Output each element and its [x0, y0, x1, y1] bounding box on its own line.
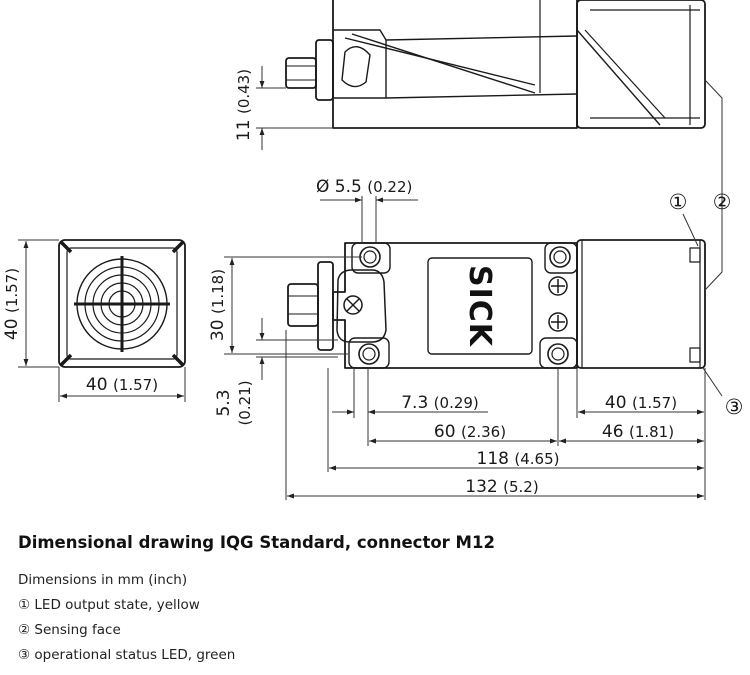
dim-11: 11 (0.43) [234, 69, 254, 141]
dim-40-right: 40 (1.57) [605, 393, 677, 413]
dim-60: 60 (2.36) [434, 422, 506, 442]
callout-3: ③ [725, 395, 744, 419]
side-view [287, 239, 706, 369]
callout-2: ② [713, 190, 732, 214]
top-view [285, 0, 706, 129]
sick-brand-label: SICK [462, 265, 497, 348]
dim-118: 118 (4.65) [477, 449, 560, 469]
units-note: Dimensions in mm (inch) [18, 572, 188, 588]
dim-46: 46 (1.81) [602, 422, 674, 442]
face-view [58, 239, 186, 368]
dimension-lines [18, 66, 723, 500]
callout-1: ① [669, 190, 688, 214]
dim-30: 30 (1.18) [208, 269, 228, 341]
legend-item-3: ③ operational status LED, green [18, 647, 236, 663]
legend-item-2: ② Sensing face [18, 622, 121, 638]
dim-40-bottom: 40 (1.57) [86, 375, 158, 395]
legend-item-1: ① LED output state, yellow [18, 597, 200, 613]
dim-5-3: 5.3 [214, 389, 234, 416]
callouts: ① ② ③ [669, 190, 744, 419]
dim-5-3-inch: (0.21) [236, 380, 254, 425]
caption-title: Dimensional drawing IQG Standard, connec… [18, 533, 495, 552]
dim-7-3: 7.3 (0.29) [401, 393, 479, 413]
dimension-labels: 11 (0.43) Ø 5.5 (0.22) 40 (1.57) 40 (1.5… [2, 69, 677, 497]
dim-diameter-5-5: Ø 5.5 (0.22) [316, 177, 412, 197]
caption: Dimensional drawing IQG Standard, connec… [18, 533, 738, 672]
dimensional-drawing: SICK [2, 0, 744, 500]
dim-132: 132 (5.2) [465, 477, 538, 497]
dim-40-left: 40 (1.57) [2, 268, 22, 340]
